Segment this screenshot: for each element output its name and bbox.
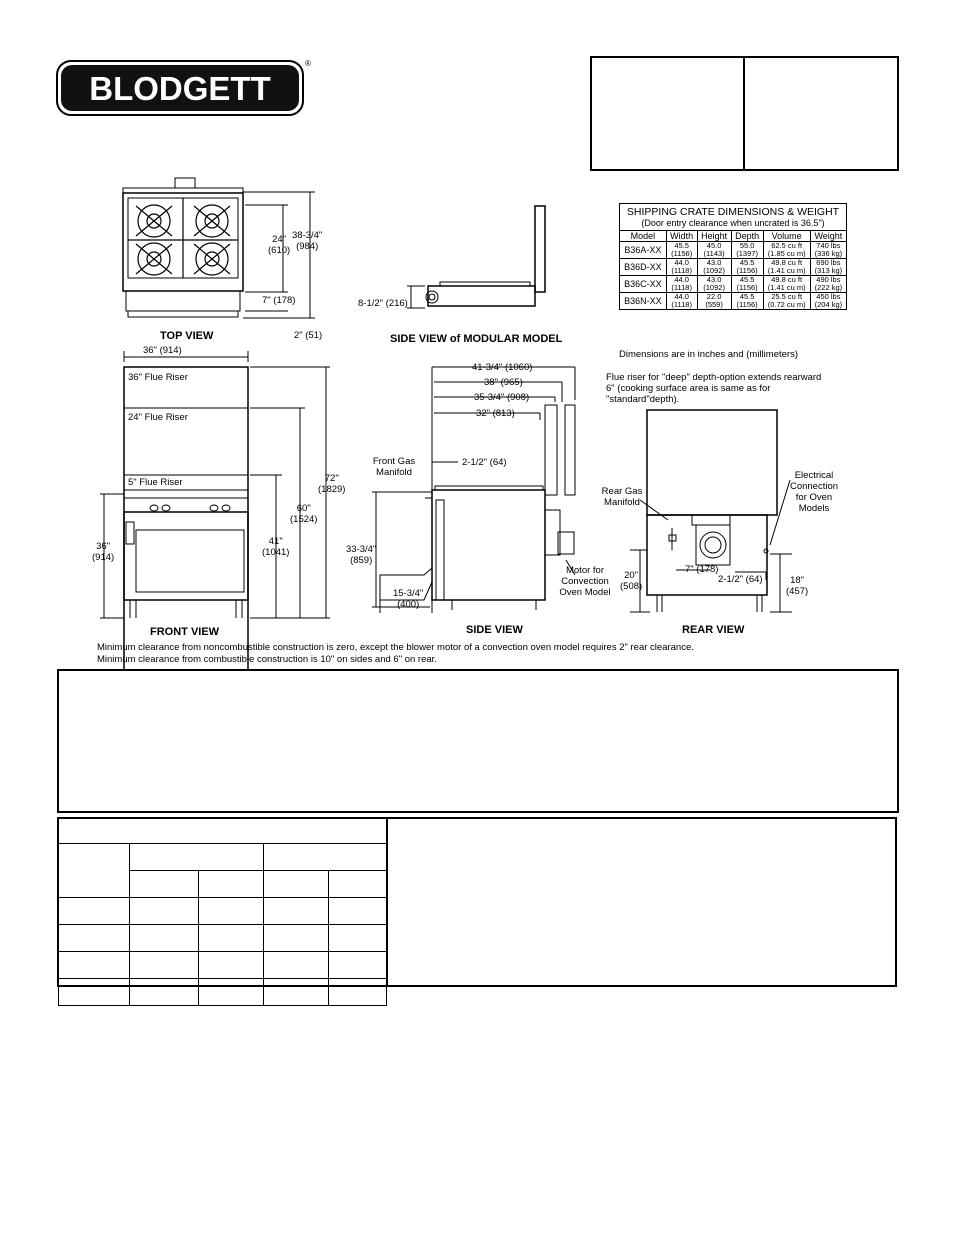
project-info-box (590, 56, 899, 171)
shipping-crate-table: SHIPPING CRATE DIMENSIONS & WEIGHT (Door… (619, 203, 848, 310)
shipping-footnote: Dimensions are in inches and (millimeter… (619, 349, 798, 360)
registered-mark: ® (305, 59, 311, 68)
electrical-label: Electrical Connection for Oven Models (789, 470, 839, 514)
dim-2-1-2-64: 2-1/2" (64) (462, 457, 507, 468)
top-view-drawing (122, 177, 315, 319)
front-view-drawing (100, 351, 330, 670)
dim-38-3-4: 38-3/4"(984) (292, 230, 323, 252)
table-row (58, 951, 387, 979)
dim-front-60: 60"(1524) (290, 503, 318, 525)
clearance-note-1: Minimum clearance from noncombustible co… (97, 642, 694, 653)
side-view-title: SIDE VIEW (466, 624, 523, 636)
table-row (58, 897, 387, 925)
flue-riser-note: Flue riser for "deep" depth-option exten… (606, 372, 822, 405)
dim-35-3-4: 35-3/4" (908) (474, 392, 530, 403)
side-view-drawing (372, 366, 576, 613)
rear-gas-manifold-label: Rear Gas Manifold (601, 486, 643, 508)
front-gas-manifold-label: Front Gas Manifold (372, 456, 416, 478)
clearance-note-2: Minimum clearance from combustible const… (97, 654, 437, 665)
riser-5: 5" Flue Riser (128, 477, 183, 488)
dim-2-51: 2" (51) (294, 330, 323, 341)
table-row: B36A-XX 45.5(1156) 45.0(1143) 55.0(1397)… (619, 241, 848, 259)
dim-15-3-4: 15-3/4"(400) (393, 588, 424, 610)
riser-36: 36" Flue Riser (128, 372, 188, 383)
drawings (100, 177, 792, 670)
rear-view-title: REAR VIEW (682, 624, 745, 636)
dim-rear-7: 7" (178) (685, 564, 719, 575)
dim-38: 38" (965) (484, 377, 523, 388)
dim-36-914: 36" (914) (141, 345, 184, 356)
dim-33-3-4: 33-3/4"(859) (346, 544, 377, 566)
top-view-title: TOP VIEW (160, 330, 214, 342)
table-row: B36N-XX 44.0(1118) 22.0(559) 45.5(1156) … (619, 292, 848, 310)
dim-front-41: 41"(1041) (262, 536, 290, 558)
blodgett-logo: BLODGETT (56, 60, 308, 116)
table-row (58, 978, 387, 1006)
brand-name: BLODGETT (89, 70, 270, 107)
side-modular-title: SIDE VIEW of MODULAR MODEL (390, 333, 563, 345)
dim-24: 24"(610) (268, 234, 291, 256)
dim-32: 32" (813) (476, 408, 515, 419)
rear-view-drawing (630, 409, 792, 613)
spec-grid (58, 843, 387, 1006)
shipping-subtitle: (Door entry clearance when uncrated is 3… (641, 218, 825, 228)
table-row: B36D-XX 44.0(1118) 43.0(1092) 45.5(1156)… (619, 258, 848, 276)
dim-front-36: 36"(914) (92, 541, 115, 563)
dim-8-1-2: 8-1/2" (216) (358, 298, 408, 309)
dim-rear-2-1-2: 2-1/2" (64) (718, 574, 763, 585)
dim-41-3-4: 41-3/4" (1060) (472, 362, 533, 373)
riser-24: 24" Flue Riser (128, 412, 188, 423)
dim-7-178: 7" (178) (262, 295, 296, 306)
motor-label: Motor for Convection Oven Model (559, 565, 611, 598)
dim-rear-20: 20"(508) (620, 570, 643, 592)
side-modular-drawing (407, 205, 546, 309)
table-row (58, 924, 387, 952)
notes-box (57, 669, 899, 813)
front-view-title: FRONT VIEW (150, 626, 220, 638)
table-row: B36C-XX 44.0(1118) 43.0(1092) 45.5(1156)… (619, 275, 848, 293)
spec-divider (386, 817, 388, 987)
shipping-title: SHIPPING CRATE DIMENSIONS & WEIGHT (626, 206, 840, 218)
dim-rear-18: 18"(457) (786, 575, 809, 597)
dim-front-72: 72"(1829) (318, 473, 346, 495)
